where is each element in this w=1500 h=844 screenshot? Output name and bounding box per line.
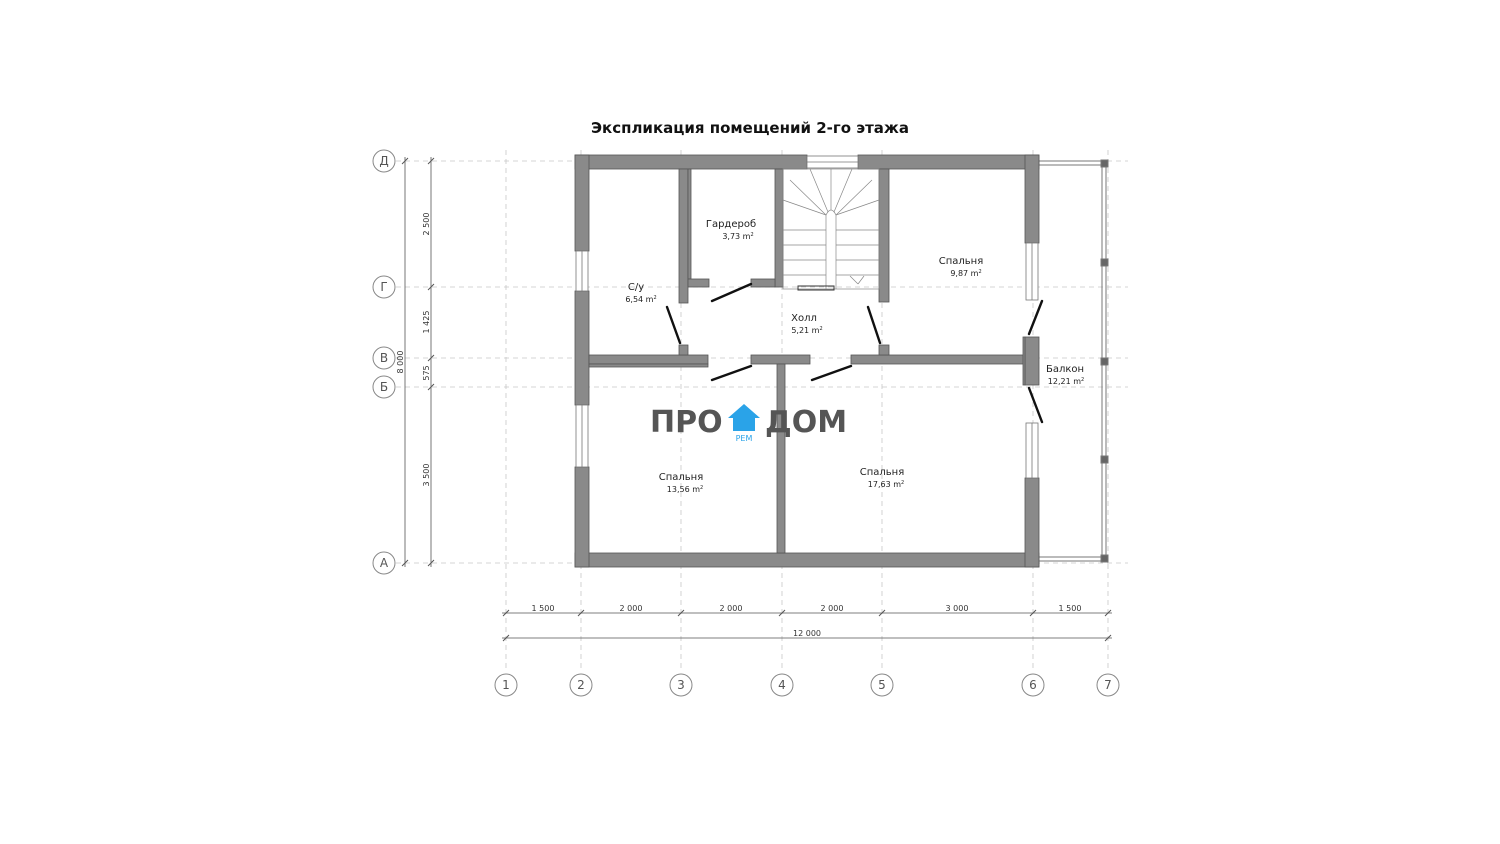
axis-label-d: Д (379, 154, 388, 168)
room-name-bedroom-se: Спальня (860, 467, 905, 478)
axis-markers-horizontal (372, 149, 396, 575)
room-name-hall: Холл (791, 313, 817, 324)
dim-left-3: 575 (422, 365, 431, 380)
left-dimension-labels: 2 500 1 425 575 3 500 8 000 (396, 213, 431, 487)
door-bathroom (665, 305, 682, 345)
logo: ПРО РЕМ ДОМ (650, 404, 847, 443)
house-icon (728, 404, 760, 431)
balcony (1038, 159, 1109, 563)
axis-label-a: А (380, 556, 389, 570)
axis-markers-vertical (494, 673, 1120, 697)
bottom-dimensions (502, 609, 1112, 642)
dim-bottom-total: 12 000 (793, 629, 821, 638)
room-area-wardrobe: 3,73 m2 (722, 232, 753, 241)
axis-label-7: 7 (1104, 678, 1112, 692)
axis-label-1: 1 (502, 678, 510, 692)
room-name-wardrobe: Гардероб (706, 219, 756, 230)
dim-bottom-1: 1 500 (532, 604, 555, 613)
windows (575, 155, 1039, 479)
bottom-dimension-labels: 1 500 2 000 2 000 2 000 3 000 1 500 12 0… (532, 604, 1082, 638)
room-name-bathroom: С/у (628, 282, 644, 293)
dim-bottom-5: 3 000 (946, 604, 969, 613)
door-bedroom-se (810, 364, 853, 382)
dim-bottom-6: 1 500 (1059, 604, 1082, 613)
dim-left-2: 1 425 (422, 311, 431, 334)
dim-bottom-2: 2 000 (620, 604, 643, 613)
axis-label-2: 2 (577, 678, 585, 692)
room-area-balcony: 12,21 m2 (1048, 377, 1084, 386)
room-name-bedroom-sw: Спальня (659, 472, 704, 483)
logo-sub: РЕМ (736, 434, 753, 443)
room-name-bedroom-ne: Спальня (939, 256, 984, 267)
room-labels: Гардероб 3,73 m2 С/у 6,54 m2 Холл 5,21 m… (625, 219, 1084, 494)
plan-title: Экспликация помещений 2-го этажа (591, 119, 909, 137)
axis-label-4: 4 (778, 678, 786, 692)
exterior-walls (574, 154, 1040, 568)
grid-lines (396, 150, 1128, 672)
door-balcony-north (1027, 299, 1044, 336)
axis-labels-vertical: 1 2 3 4 5 6 7 (502, 678, 1112, 692)
room-area-hall: 5,21 m2 (791, 326, 822, 335)
axis-label-v: В (380, 351, 388, 365)
logo-text-right: ДОМ (765, 405, 847, 440)
dim-left-1: 2 500 (422, 213, 431, 236)
axis-label-6: 6 (1029, 678, 1037, 692)
axis-label-5: 5 (878, 678, 886, 692)
dim-bottom-3: 2 000 (720, 604, 743, 613)
room-area-bedroom-se: 17,63 m2 (868, 480, 904, 489)
room-area-bedroom-sw: 13,56 m2 (667, 485, 703, 494)
axis-label-b: Б (380, 380, 388, 394)
door-bedroom-ne (866, 305, 882, 345)
room-area-bathroom: 6,54 m2 (625, 295, 656, 304)
dim-left-total: 8 000 (396, 351, 405, 374)
axis-label-g: Г (380, 280, 387, 294)
dim-bottom-4: 2 000 (821, 604, 844, 613)
room-area-bedroom-ne: 9,87 m2 (950, 269, 981, 278)
door-balcony-south (1027, 386, 1044, 424)
interior-walls (588, 168, 1026, 554)
door-bedroom-sw (710, 364, 753, 382)
axis-label-3: 3 (677, 678, 685, 692)
room-name-balcony: Балкон (1046, 364, 1084, 375)
axis-labels-horizontal: Д Г В Б А (379, 154, 389, 570)
logo-text-left: ПРО (650, 405, 723, 440)
staircase (782, 168, 880, 291)
left-dimensions (401, 157, 435, 567)
doors (665, 282, 1044, 424)
door-wardrobe (710, 282, 753, 303)
dim-left-4: 3 500 (422, 464, 431, 487)
